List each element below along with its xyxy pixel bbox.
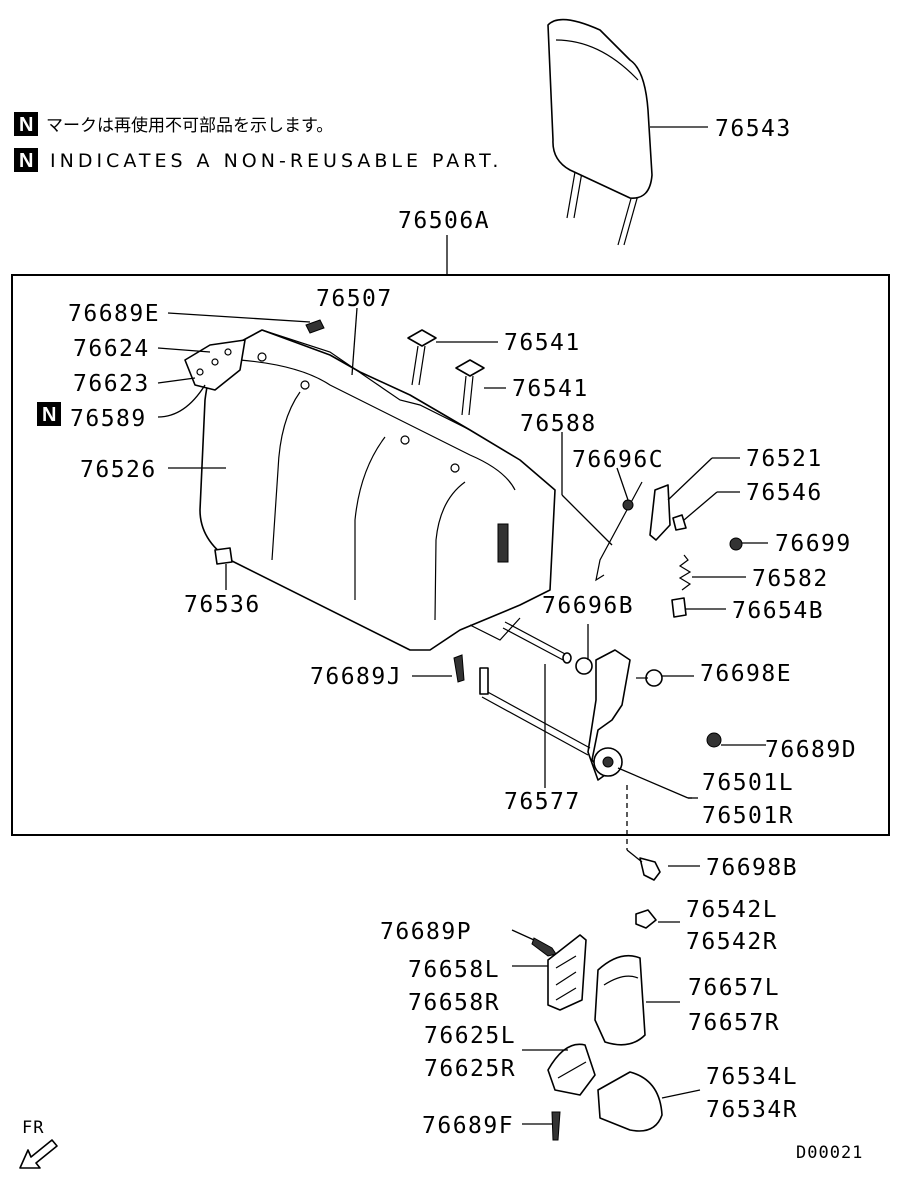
note-english: INDICATES A NON-REUSABLE PART.	[50, 150, 502, 172]
label-76521: 76521	[746, 446, 823, 472]
label-76542l: 76542L	[686, 897, 778, 923]
label-76689d: 76689D	[765, 737, 857, 763]
n-glyph-76589: N	[42, 404, 56, 426]
label-76623: 76623	[73, 371, 150, 397]
retainer-76536-illustration	[214, 547, 233, 565]
drawing-code: D00021	[796, 1143, 863, 1163]
label-76657l: 76657L	[688, 975, 780, 1001]
label-76657r: 76657R	[688, 1010, 780, 1036]
leader-lines	[157, 307, 768, 850]
pivot-rod-illustration	[479, 621, 591, 756]
label-76625l: 76625L	[424, 1023, 516, 1049]
label-76658r: 76658R	[408, 990, 500, 1016]
non-reusable-mark-icon	[14, 112, 38, 136]
label-76536: 76536	[184, 592, 261, 618]
label-76698e: 76698E	[700, 661, 792, 687]
latch-parts-illustration	[595, 481, 743, 618]
non-reusable-mark-icon	[37, 402, 61, 426]
n-glyph-1: N	[19, 114, 33, 136]
bolt-76541-illustration	[407, 329, 485, 416]
headrest-illustration	[547, 18, 653, 246]
front-direction-label: FR	[22, 1118, 44, 1138]
screw-76689e-illustration	[305, 319, 325, 334]
label-76526: 76526	[80, 457, 157, 483]
label-76624: 76624	[73, 336, 150, 362]
label-assembly-76506a: 76506A	[398, 208, 490, 234]
seatback-illustration	[199, 329, 556, 651]
label-76541-a: 76541	[504, 330, 581, 356]
label-76689f: 76689F	[422, 1113, 514, 1139]
hinge-plate-illustration	[184, 339, 246, 391]
label-76501l: 76501L	[702, 770, 794, 796]
label-76699: 76699	[775, 531, 852, 557]
assembly-frame	[11, 274, 890, 836]
label-76698b: 76698B	[706, 855, 798, 881]
legend: N マークは再使用不可部品を示します。 N INDICATES A NON-RE…	[14, 112, 502, 172]
label-76696b: 76696B	[542, 593, 634, 619]
label-76689p: 76689P	[380, 919, 472, 945]
label-76577: 76577	[504, 789, 581, 815]
label-76534l: 76534L	[706, 1064, 798, 1090]
label-76588: 76588	[520, 411, 597, 437]
lower-parts-illustration	[511, 849, 701, 1141]
screw-76689j-illustration	[453, 654, 465, 683]
recliner-illustration	[575, 649, 722, 781]
label-76582: 76582	[752, 566, 829, 592]
label-76625r: 76625R	[424, 1056, 516, 1082]
label-76501r: 76501R	[702, 803, 794, 829]
n-glyph-2: N	[19, 150, 33, 172]
label-76654b: 76654B	[732, 598, 824, 624]
note-japanese: マークは再使用不可部品を示します。	[46, 115, 333, 136]
label-76589: 76589	[70, 406, 147, 432]
label-76542r: 76542R	[686, 929, 778, 955]
label-76546: 76546	[746, 480, 823, 506]
label-76696c: 76696C	[572, 447, 664, 473]
label-76689e: 76689E	[68, 301, 160, 327]
label-76658l: 76658L	[408, 957, 500, 983]
front-arrow-icon	[19, 1139, 58, 1169]
label-76534r: 76534R	[706, 1097, 798, 1123]
non-reusable-mark-icon	[14, 148, 38, 172]
label-76541-b: 76541	[512, 376, 589, 402]
label-76689j: 76689J	[310, 664, 402, 690]
label-76543: 76543	[715, 116, 792, 142]
label-76507: 76507	[316, 286, 393, 312]
